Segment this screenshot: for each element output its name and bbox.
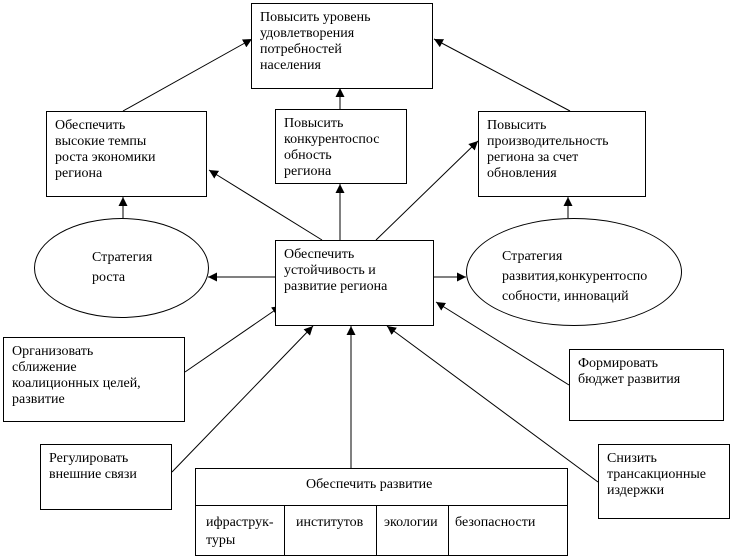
innovation-strategy-line-1: Стратегия	[502, 249, 563, 264]
productivity-goal-line-4: обновления	[487, 166, 557, 181]
competitive-goal-box: Повысить конкурентоспос обность региона	[275, 109, 407, 184]
growth-goal-line-2: высокие темпы	[55, 134, 147, 149]
arrow-productivity-to-top	[433, 38, 571, 112]
arrow-budget-to-center	[435, 301, 570, 386]
productivity-goal-box: Повысить производительность региона за с…	[478, 111, 646, 197]
top-goal-line-4: населения	[260, 58, 321, 73]
competitive-goal-line-2: конкурентоспос	[284, 132, 380, 147]
coalition-line-1: Организовать	[12, 344, 94, 359]
center-goal-box: Обеспечить устойчивость и развитие регио…	[275, 240, 434, 326]
productivity-goal-line-3: региона за счет	[487, 150, 579, 165]
coalition-line-4: развитие	[12, 392, 65, 407]
development-table-divider-1	[284, 505, 285, 555]
budget-line-2: бюджет развития	[578, 372, 681, 387]
growth-goal-box: Обеспечить высокие темпы роста экономики…	[46, 111, 207, 197]
development-table-divider-3	[448, 505, 449, 555]
development-table: Обеспечить развитие ифраструк- туры инст…	[195, 468, 568, 556]
productivity-goal-line-2: производительность	[487, 134, 609, 149]
external-line-2: внешние связи	[49, 467, 137, 482]
transaction-line-1: Снизить	[607, 451, 657, 466]
security-cell: безопасности	[455, 515, 536, 530]
external-box: Регулировать внешние связи	[40, 444, 172, 510]
budget-line-1: Формировать	[578, 356, 658, 371]
arrow-external-to-center	[171, 325, 314, 473]
productivity-goal-line-1: Повысить	[487, 118, 547, 133]
development-table-header: Обеспечить развитие	[306, 477, 433, 492]
infrastructure-cell-line-2: туры	[206, 533, 236, 548]
center-goal-line-1: Обеспечить	[284, 247, 355, 262]
arrow-center-to-growth-goal	[208, 169, 323, 241]
development-table-divider-2	[376, 505, 377, 555]
arrow-center-to-productivity-goal	[375, 140, 479, 241]
arrow-coalition-to-center	[184, 305, 282, 373]
center-goal-line-2: устойчивость и	[284, 263, 376, 278]
competitive-goal-line-3: обность	[284, 148, 332, 163]
growth-strategy-oval: Стратегия роста	[34, 218, 209, 318]
center-goal-line-3: развитие региона	[284, 279, 388, 294]
top-goal-line-3: потребностей	[260, 42, 342, 57]
competitive-goal-line-4: региона	[284, 164, 332, 179]
growth-goal-line-4: региона	[55, 166, 103, 181]
coalition-line-3: коалиционных целей,	[12, 376, 141, 391]
growth-strategy-line-2: роста	[92, 270, 126, 285]
arrow-transaction-to-center	[386, 325, 599, 483]
development-table-header-divider	[196, 505, 567, 506]
arrow-growth-to-top	[122, 38, 253, 112]
growth-goal-line-3: роста экономики	[55, 150, 156, 165]
transaction-line-2: трансакционные	[607, 467, 706, 482]
innovation-strategy-oval: Стратегия развития,конкурентоспо собност…	[466, 218, 682, 326]
transaction-box: Снизить трансакционные издержки	[598, 444, 730, 519]
competitive-goal-line-1: Повысить	[284, 116, 344, 131]
innovation-strategy-line-3: собности, инноваций	[502, 289, 629, 304]
top-goal-line-1: Повысить уровень	[260, 10, 371, 25]
innovation-strategy-line-2: развития,конкурентоспо	[502, 269, 648, 284]
ecology-cell: экологии	[384, 515, 438, 530]
growth-strategy-line-1: Стратегия	[92, 250, 153, 265]
coalition-box: Организовать сближение коалиционных целе…	[3, 337, 185, 422]
top-goal-line-2: удовлетворения	[260, 26, 355, 41]
budget-box: Формировать бюджет развития	[569, 349, 724, 421]
institutions-cell: институтов	[296, 515, 364, 530]
top-goal-box: Повысить уровень удовлетворения потребно…	[251, 3, 433, 89]
external-line-1: Регулировать	[49, 451, 129, 466]
coalition-line-2: сближение	[12, 360, 77, 375]
transaction-line-3: издержки	[607, 483, 665, 498]
growth-goal-line-1: Обеспечить	[55, 118, 126, 133]
infrastructure-cell-line-1: ифраструк-	[206, 515, 274, 530]
